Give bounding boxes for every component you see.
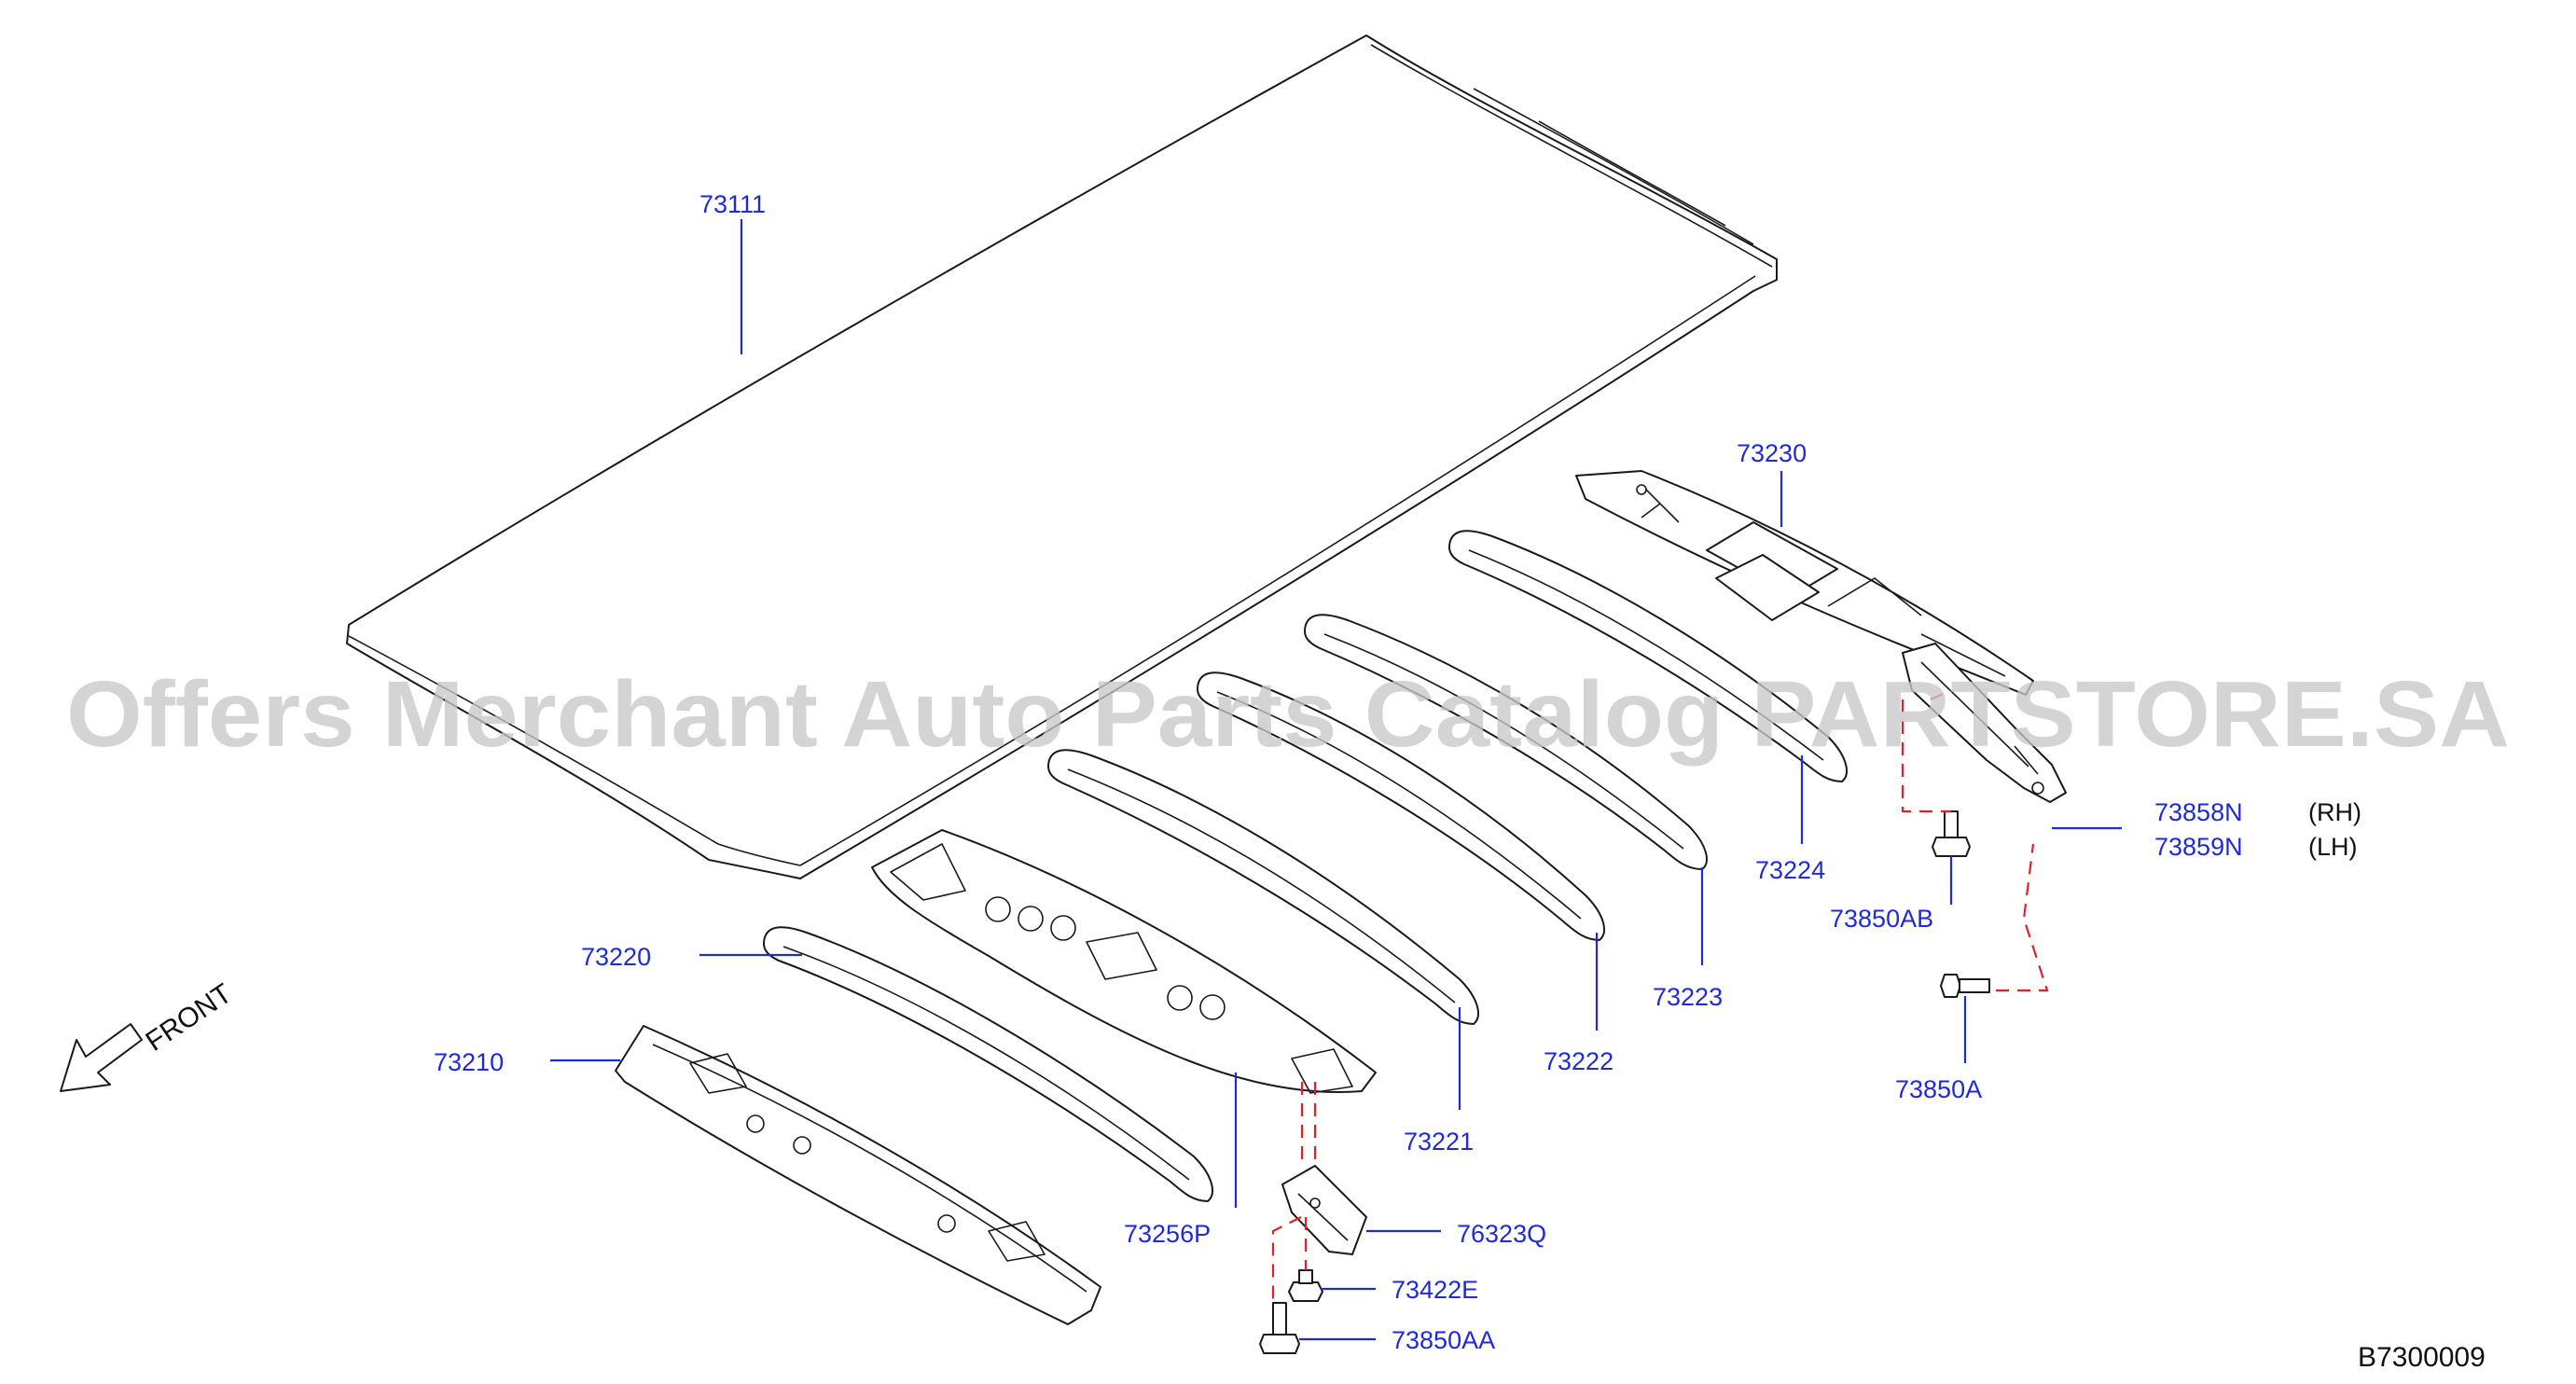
dashed-guides xyxy=(1271,688,2049,1301)
label-73111[interactable]: 73111 xyxy=(699,190,766,218)
label-73256P[interactable]: 73256P xyxy=(1124,1220,1211,1248)
label-73859N[interactable]: 73859N xyxy=(2154,833,2243,861)
label-73222[interactable]: 73222 xyxy=(1544,1047,1613,1075)
roof-bow-73224[interactable] xyxy=(1447,530,1848,782)
diagram-code: B7300009 xyxy=(2358,1342,2486,1373)
rear-header-73230[interactable] xyxy=(1575,470,2034,696)
front-label: FRONT xyxy=(140,978,237,1058)
part-labels: 73111 73230 73224 73223 73222 73221 7322… xyxy=(434,190,2361,1354)
side-lh: (LH) xyxy=(2308,833,2358,861)
label-73422E[interactable]: 73422E xyxy=(1392,1276,1478,1304)
label-73221[interactable]: 73221 xyxy=(1404,1128,1474,1156)
roof-reinforcement-73256P[interactable] xyxy=(871,829,1377,1094)
label-73858N[interactable]: 73858N xyxy=(2154,798,2243,826)
label-73230[interactable]: 73230 xyxy=(1737,439,1807,467)
side-rh: (RH) xyxy=(2308,798,2361,826)
label-73220[interactable]: 73220 xyxy=(581,943,651,971)
front-arrow-icon xyxy=(60,1023,143,1092)
label-73850AA[interactable]: 73850AA xyxy=(1392,1326,1495,1354)
label-73210[interactable]: 73210 xyxy=(434,1048,504,1076)
label-73850AB[interactable]: 73850AB xyxy=(1830,905,1933,933)
bracket-76323Q[interactable] xyxy=(1281,1165,1367,1255)
roof-side-rail-73858N[interactable] xyxy=(1902,643,2067,803)
roof-bow-73220[interactable] xyxy=(762,926,1213,1202)
watermark: Offers Merchant Auto Parts Catalog PARTS… xyxy=(66,662,2510,767)
roof-panel-73111[interactable] xyxy=(346,35,1778,879)
label-76323Q[interactable]: 76323Q xyxy=(1457,1220,1546,1248)
label-73850A[interactable]: 73850A xyxy=(1895,1075,1982,1103)
bolt-73850A[interactable] xyxy=(1940,974,1990,998)
front-roof-rail-73210[interactable] xyxy=(615,1025,1101,1325)
label-73224[interactable]: 73224 xyxy=(1755,856,1825,884)
roof-bow-73221[interactable] xyxy=(1046,749,1479,1025)
nut-73422E[interactable] xyxy=(1288,1269,1323,1302)
bolt-73850AB[interactable] xyxy=(1932,810,1971,857)
leader-lines xyxy=(550,219,2122,1341)
roof-bow-73222[interactable] xyxy=(1196,671,1605,941)
bolt-73850AA[interactable] xyxy=(1259,1302,1300,1354)
label-73223[interactable]: 73223 xyxy=(1653,983,1723,1011)
